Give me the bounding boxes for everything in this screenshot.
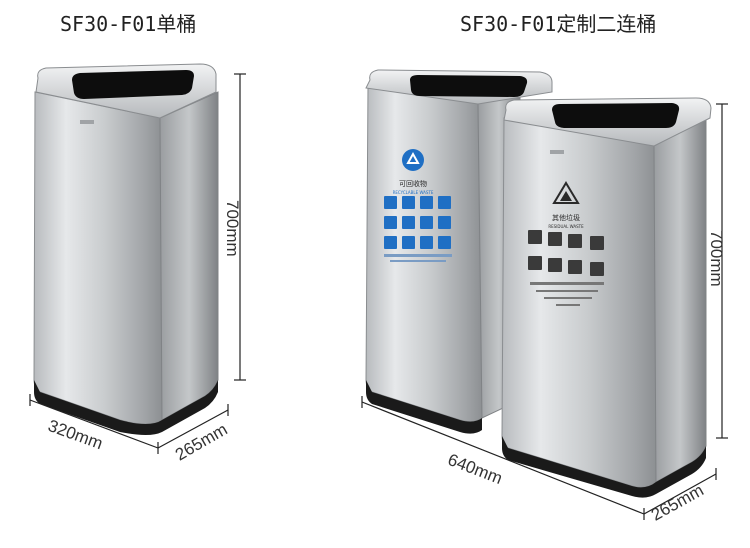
recycle-icon	[402, 149, 424, 171]
double-bin-right: 其他垃圾 RESIDUAL WASTE	[501, 97, 712, 498]
residual-en-label: RESIDUAL WASTE	[548, 224, 584, 229]
recyclable-pictograms	[384, 196, 451, 249]
title-double-bin: SF30-F01定制二连桶	[460, 12, 657, 36]
title-single-bin: SF30-F01单桶	[60, 12, 197, 36]
residual-pictograms	[528, 230, 604, 276]
recyclable-cn-label: 可回收物	[399, 179, 427, 188]
single-height-label: 700mm	[223, 200, 242, 257]
single-bin-opening	[72, 70, 194, 99]
residual-cn-label: 其他垃圾	[552, 213, 580, 222]
single-bin	[33, 63, 219, 435]
brand-logo-icon	[80, 120, 94, 124]
residual-waste-icon	[552, 181, 580, 204]
double-height-label: 700mm	[707, 230, 726, 287]
recyclable-en-label: RECYCLABLE WASTE	[393, 190, 434, 195]
dimension-lines	[29, 73, 728, 520]
